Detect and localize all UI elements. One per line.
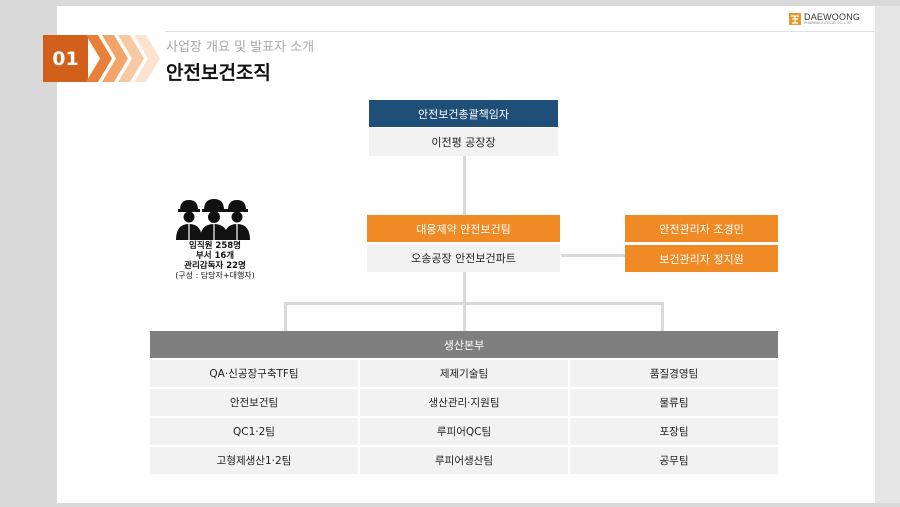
table-cell: 루피어생산팀: [360, 447, 568, 474]
table-cell: 제제기술팀: [360, 360, 568, 387]
table-cell: 생산관리·지원팀: [360, 389, 568, 416]
stats-note: (구성 : 담당자+대행자): [175, 271, 255, 281]
connector-team-to-bus: [463, 272, 466, 303]
table-body: QA·신공장구축TF팀 제제기술팀 품질경영팀 안전보건팀 생산관리·지원팀 물…: [150, 360, 778, 474]
staff-stats: 임직원 258명 부서 16개 관리감독자 22명 (구성 : 담당자+대행자): [160, 241, 270, 281]
table-cell: 루피어QC팀: [360, 418, 568, 445]
table-cell: 안전보건팀: [150, 389, 358, 416]
logo-name: DAEWOONG: [804, 11, 861, 22]
stats-departments: 부서 16개: [195, 250, 235, 261]
table-cell: 품질경영팀: [570, 360, 778, 387]
header-divider: [165, 31, 875, 32]
chevron-arrows-icon: [86, 35, 160, 82]
connector-drop-right: [661, 302, 664, 331]
table-cell: 포장팀: [570, 418, 778, 445]
table-cell: 물류팀: [570, 389, 778, 416]
org-top-name: 이전평 공장장: [369, 128, 558, 156]
org-team-part: 오송공장 안전보건파트: [367, 244, 560, 272]
connector-drop-center: [463, 302, 466, 331]
org-team-title: 대웅제약 안전보건팀: [367, 215, 560, 242]
table-cell: QC1·2팀: [150, 418, 358, 445]
logo-mark-icon: [789, 13, 801, 25]
org-health-manager: 보건관리자 정지원: [625, 245, 778, 272]
connector-team-to-managers: [561, 254, 625, 257]
table-cell: 고형제생산1·2팀: [150, 447, 358, 474]
section-number: 01: [43, 35, 88, 82]
stats-supervisors: 관리감독자 22명: [184, 260, 246, 271]
logo-sub: PHARMACEUTICAL CO.,LTD: [804, 20, 851, 25]
section-subtitle: 사업장 개요 및 발표자 소개: [166, 40, 315, 55]
connector-bus: [284, 302, 664, 305]
table-header: 생산본부: [150, 331, 778, 358]
table-cell: QA·신공장구축TF팀: [150, 360, 358, 387]
connector-top-to-team: [463, 156, 466, 215]
org-top-role: 안전보건총괄책임자: [369, 100, 558, 127]
table-cell: 공무팀: [570, 447, 778, 474]
company-logo: DAEWOONG PHARMACEUTICAL CO.,LTD: [789, 10, 869, 28]
connector-drop-left: [284, 302, 287, 331]
production-division-table: 생산본부 QA·신공장구축TF팀 제제기술팀 품질경영팀 안전보건팀 생산관리·…: [150, 331, 778, 474]
org-safety-manager: 안전관리자 조경민: [625, 215, 778, 242]
slide-frame: [875, 6, 900, 503]
page-title: 안전보건조직: [166, 62, 271, 84]
workers-icon: [176, 199, 250, 240]
stats-employees: 임직원 258명: [189, 241, 241, 251]
